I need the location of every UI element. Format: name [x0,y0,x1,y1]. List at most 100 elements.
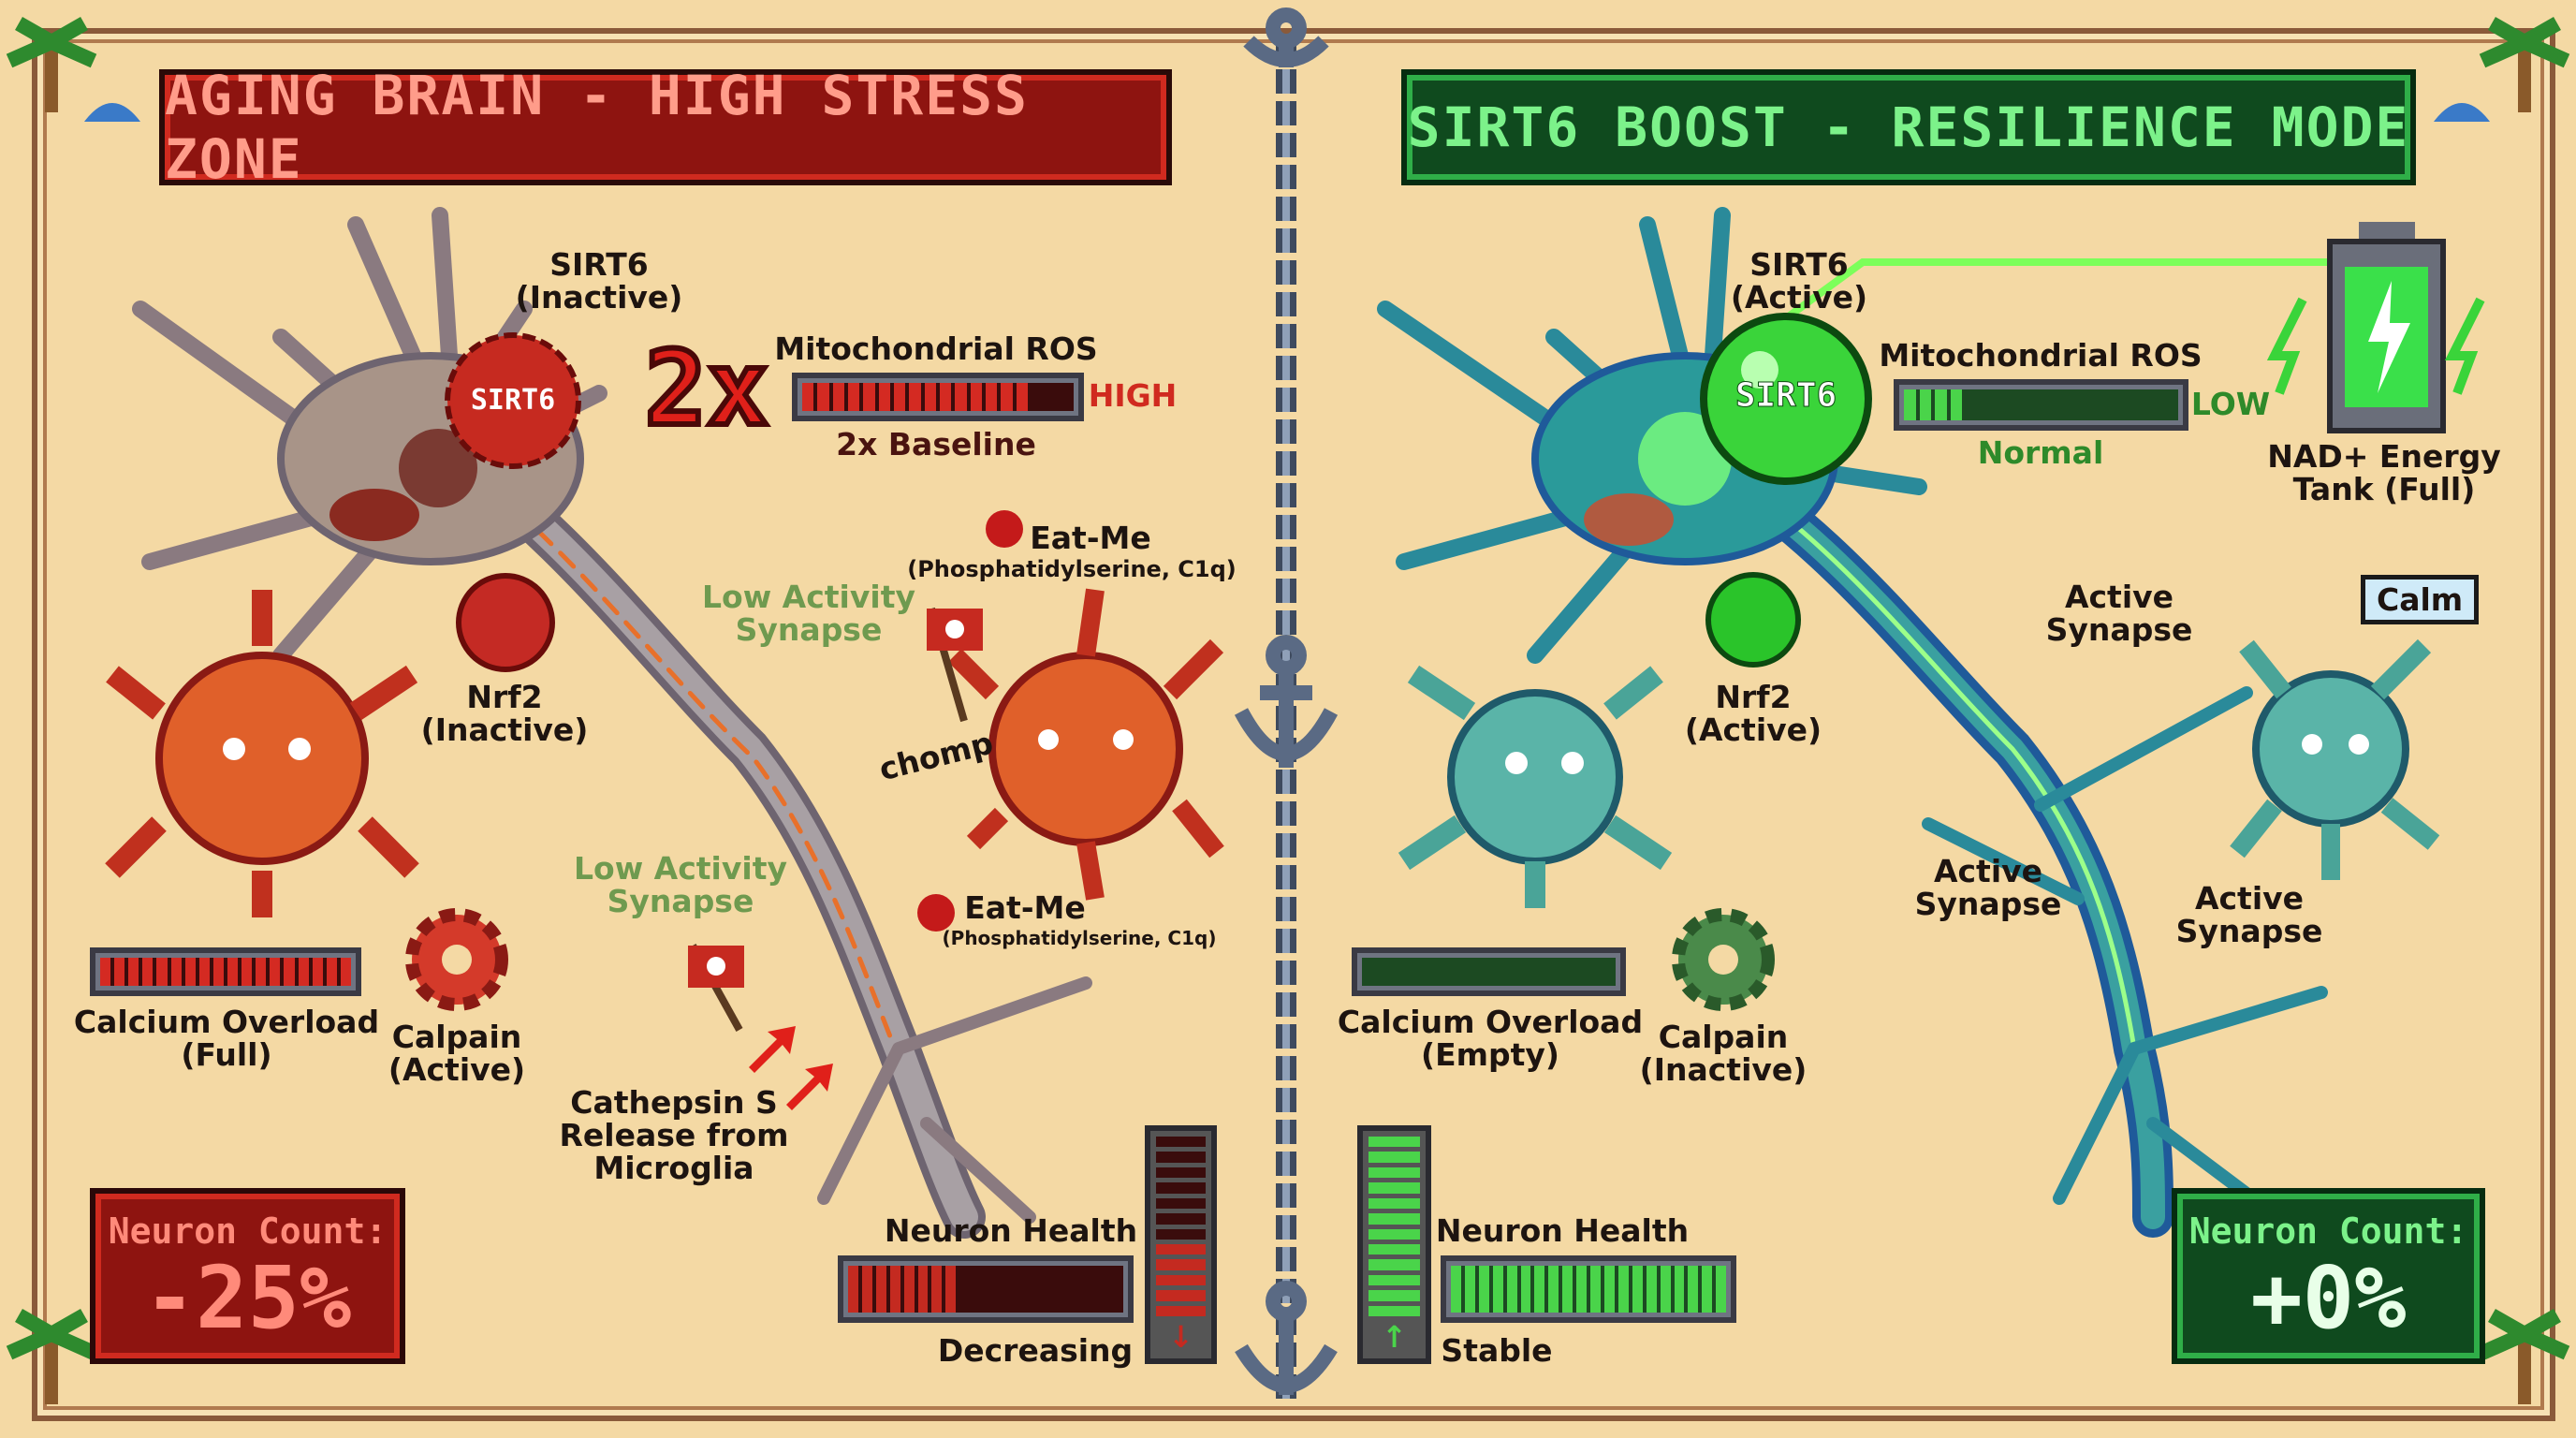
bar-segment [1576,958,1587,986]
bar-segment [2043,389,2056,420]
bar-segment [312,958,323,986]
bar-segment [1368,1259,1420,1270]
bar-segment [817,383,829,411]
skull-icon [917,510,1023,932]
neuron-health-bar-right [1441,1255,1736,1323]
bar-segment [2027,389,2040,420]
bar-segment [1660,1266,1671,1313]
bar-segment [1376,958,1386,986]
bar-segment [1702,1266,1713,1313]
angry-microglia-2 [947,588,1224,901]
lightning-icon [2368,281,2410,393]
bar-segment [2074,389,2086,420]
calcium-label-left: Calcium Overload(Full) [73,1004,380,1073]
calpain-inactive-label: Calpain(Inactive) [1639,1019,1808,1088]
bar-segment [909,383,921,411]
bar-segment [1448,958,1458,986]
bar-segment [1590,1266,1601,1313]
bar-segment [2089,389,2101,420]
sirt6-badge: SIRT6 [470,384,556,417]
gear-icon [1672,908,1775,1011]
arrow-icon [749,1026,833,1110]
bar-segment [1492,1266,1503,1313]
bar-segment [1368,1243,1420,1255]
calm-microglia-2 [2230,638,2440,880]
sirt6-inactive-orb [445,332,581,469]
bar-segment [2120,389,2132,420]
sirt6-inactive-label: SIRT6(Inactive) [515,246,683,315]
bar-segment [893,383,906,411]
bar-segment [212,958,224,986]
bar-segment [1462,958,1472,986]
gear-icon [405,908,508,1011]
bar-segment [1674,1266,1685,1313]
bar-segment [1156,1290,1206,1301]
ros-title-left: Mitochondrial ROS [774,330,1098,367]
nrf2-inactive-blob [456,573,555,672]
bar-segment [156,958,168,986]
neuron-count-right: Neuron Count:+0% [2172,1188,2485,1364]
neuron-health-title-left: Neuron Health [884,1212,1138,1249]
bar-segment [848,1266,858,1313]
bar-segment [1419,958,1429,986]
bar-segment [1935,389,1947,420]
left-banner: AGING BRAIN - HIGH STRESS ZONE [159,64,1172,191]
bar-segment [1405,958,1415,986]
sirt6-active-orb [1700,313,1872,485]
bar-segment [1617,1266,1629,1313]
bar-segment [1156,1259,1206,1270]
bar-segment [970,383,982,411]
calpain-active-label: Calpain(Active) [388,1019,526,1088]
bar-segment [142,958,154,986]
bar-segment [1904,389,1916,420]
bar-segment [1062,383,1074,411]
bar-segment [1919,389,1931,420]
bar-segment [931,1266,943,1313]
bar-segment [1368,1305,1420,1317]
mitochondria-icon [1584,493,1674,546]
bar-segment [1156,1213,1206,1225]
bar-segment [1433,958,1443,986]
bar-segment [1016,1266,1026,1313]
bar-segment [1016,383,1028,411]
anchor-icon [1243,7,1329,67]
bar-segment [326,958,337,986]
bar-segment [1506,1266,1517,1313]
bar-segment [939,383,952,411]
lightning-icon [2444,297,2485,395]
eat-me-2-subtitle: (Phosphatidylserine, C1q) [942,927,1217,949]
bar-segment [1156,1137,1206,1148]
calcium-bar-left [90,947,361,996]
bar-segment [1156,1243,1206,1255]
bar-segment [889,1266,900,1313]
bar-segment [1368,1274,1420,1286]
bar-segment [2058,389,2071,420]
bar-segment [917,1266,929,1313]
bar-segment [1520,1266,1531,1313]
bar-segment [1368,1167,1420,1179]
bar-segment [1464,1266,1475,1313]
bar-segment [1505,958,1515,986]
bar-segment [1997,389,2009,420]
bar-segment [1156,1228,1206,1240]
ros-multiplier: 2x [642,329,771,448]
anchor-icon [1234,635,1339,768]
bar-segment [1362,958,1372,986]
ros-title-right: Mitochondrial ROS [1879,337,2203,374]
bar-segment [1368,1290,1420,1301]
bar-segment [1113,1266,1123,1313]
calcium-label-right: Calcium Overload(Empty) [1337,1004,1644,1073]
bar-segment [878,383,890,411]
bar-segment [988,1266,998,1313]
bar-segment [1156,1152,1206,1163]
neuron-health-status-right: Stable [1441,1332,1553,1369]
bar-segment [2167,389,2179,420]
bar-segment [1368,1228,1420,1240]
ros-caption-left: 2x Baseline [836,426,1036,462]
bar-segment [198,958,210,986]
bar-segment [1966,389,1978,420]
bar-segment [1533,958,1544,986]
